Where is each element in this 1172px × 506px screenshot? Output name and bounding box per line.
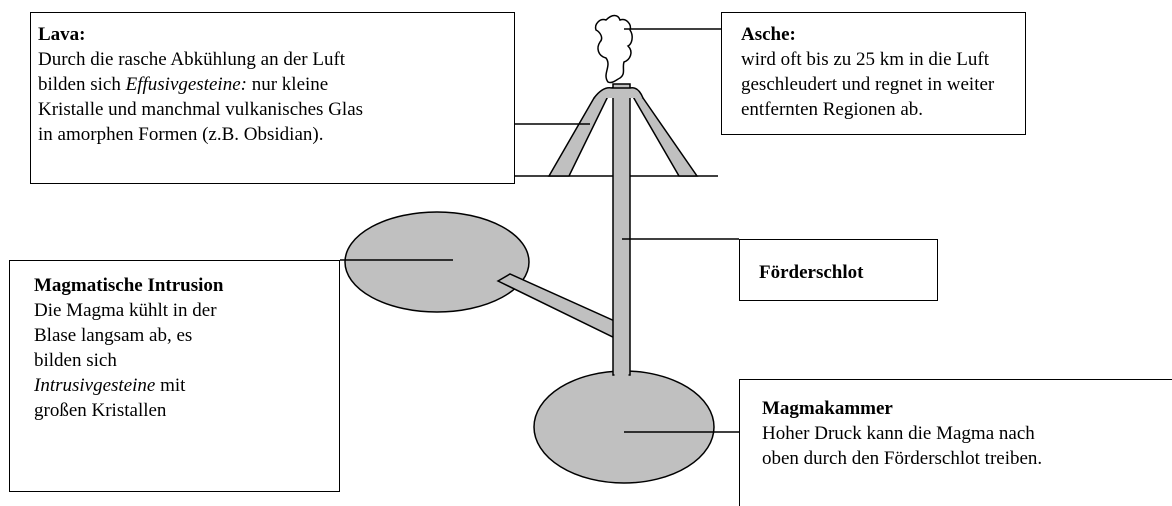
lava-text-line: Kristalle und manchmal vulkanisches Glas — [38, 99, 364, 120]
lava-term-effusivgesteine: Effusivgesteine: — [125, 74, 247, 95]
lava-text-line: Durch die rasche Abkühlung an der Luft — [38, 49, 346, 70]
intrusion-text-line: Intrusivgesteine mit — [34, 373, 339, 398]
lava-title: Lava: — [38, 24, 86, 45]
magmakammer-text-line: oben durch den Förderschlot treiben. — [762, 448, 1043, 469]
intrusion-text-line: bilden sich — [34, 350, 117, 371]
cone-left-flank — [547, 86, 614, 177]
intrusion-text-line: großen Kristallen — [34, 400, 167, 421]
intrusion-box: Magmatische Intrusion Die Magma kühlt in… — [9, 260, 340, 492]
lava-text-line: bilden sich Effusivgesteine: nur kleine — [38, 72, 514, 97]
ash-cloud — [594, 14, 633, 84]
intrusion-term-intrusivgesteine: Intrusivgesteine — [34, 375, 156, 396]
cone-right-flank — [627, 87, 699, 177]
asche-box: Asche: wird oft bis zu 25 km in die Luft… — [721, 12, 1026, 135]
magmakammer-text-line: Hoher Druck kann die Magma nach — [762, 423, 1035, 444]
magmakammer-box: Magmakammer Hoher Druck kann die Magma n… — [739, 379, 1172, 506]
magma-chamber — [533, 370, 715, 484]
asche-title: Asche: — [741, 24, 796, 45]
intrusion-text-line: Blase langsam ab, es — [34, 325, 193, 346]
intrusion-text-line: Die Magma kühlt in der — [34, 300, 217, 321]
foerderschlot-title: Förderschlot — [759, 262, 864, 283]
lava-text-fragment: nur kleine — [246, 74, 329, 95]
magmakammer-title: Magmakammer — [762, 398, 893, 419]
lava-text-fragment: bilden sich — [38, 74, 126, 95]
lava-text-line: in amorphen Formen (z.B. Obsidian). — [38, 124, 324, 145]
intrusion-title: Magmatische Intrusion — [34, 275, 224, 296]
branch-conduit — [496, 273, 620, 342]
crater-top — [593, 86, 644, 99]
lava-box: Lava: Durch die rasche Abkühlung an der … — [30, 12, 515, 184]
asche-text-line: entfernten Regionen ab. — [741, 99, 924, 120]
asche-text-line: wird oft bis zu 25 km in die Luft — [741, 49, 990, 70]
asche-text-line: geschleudert und regnet in weiter — [741, 74, 995, 95]
intrusion-blob — [344, 211, 530, 313]
intrusion-text-fragment: mit — [155, 375, 186, 396]
foerderschlot-box: Förderschlot — [739, 239, 938, 301]
